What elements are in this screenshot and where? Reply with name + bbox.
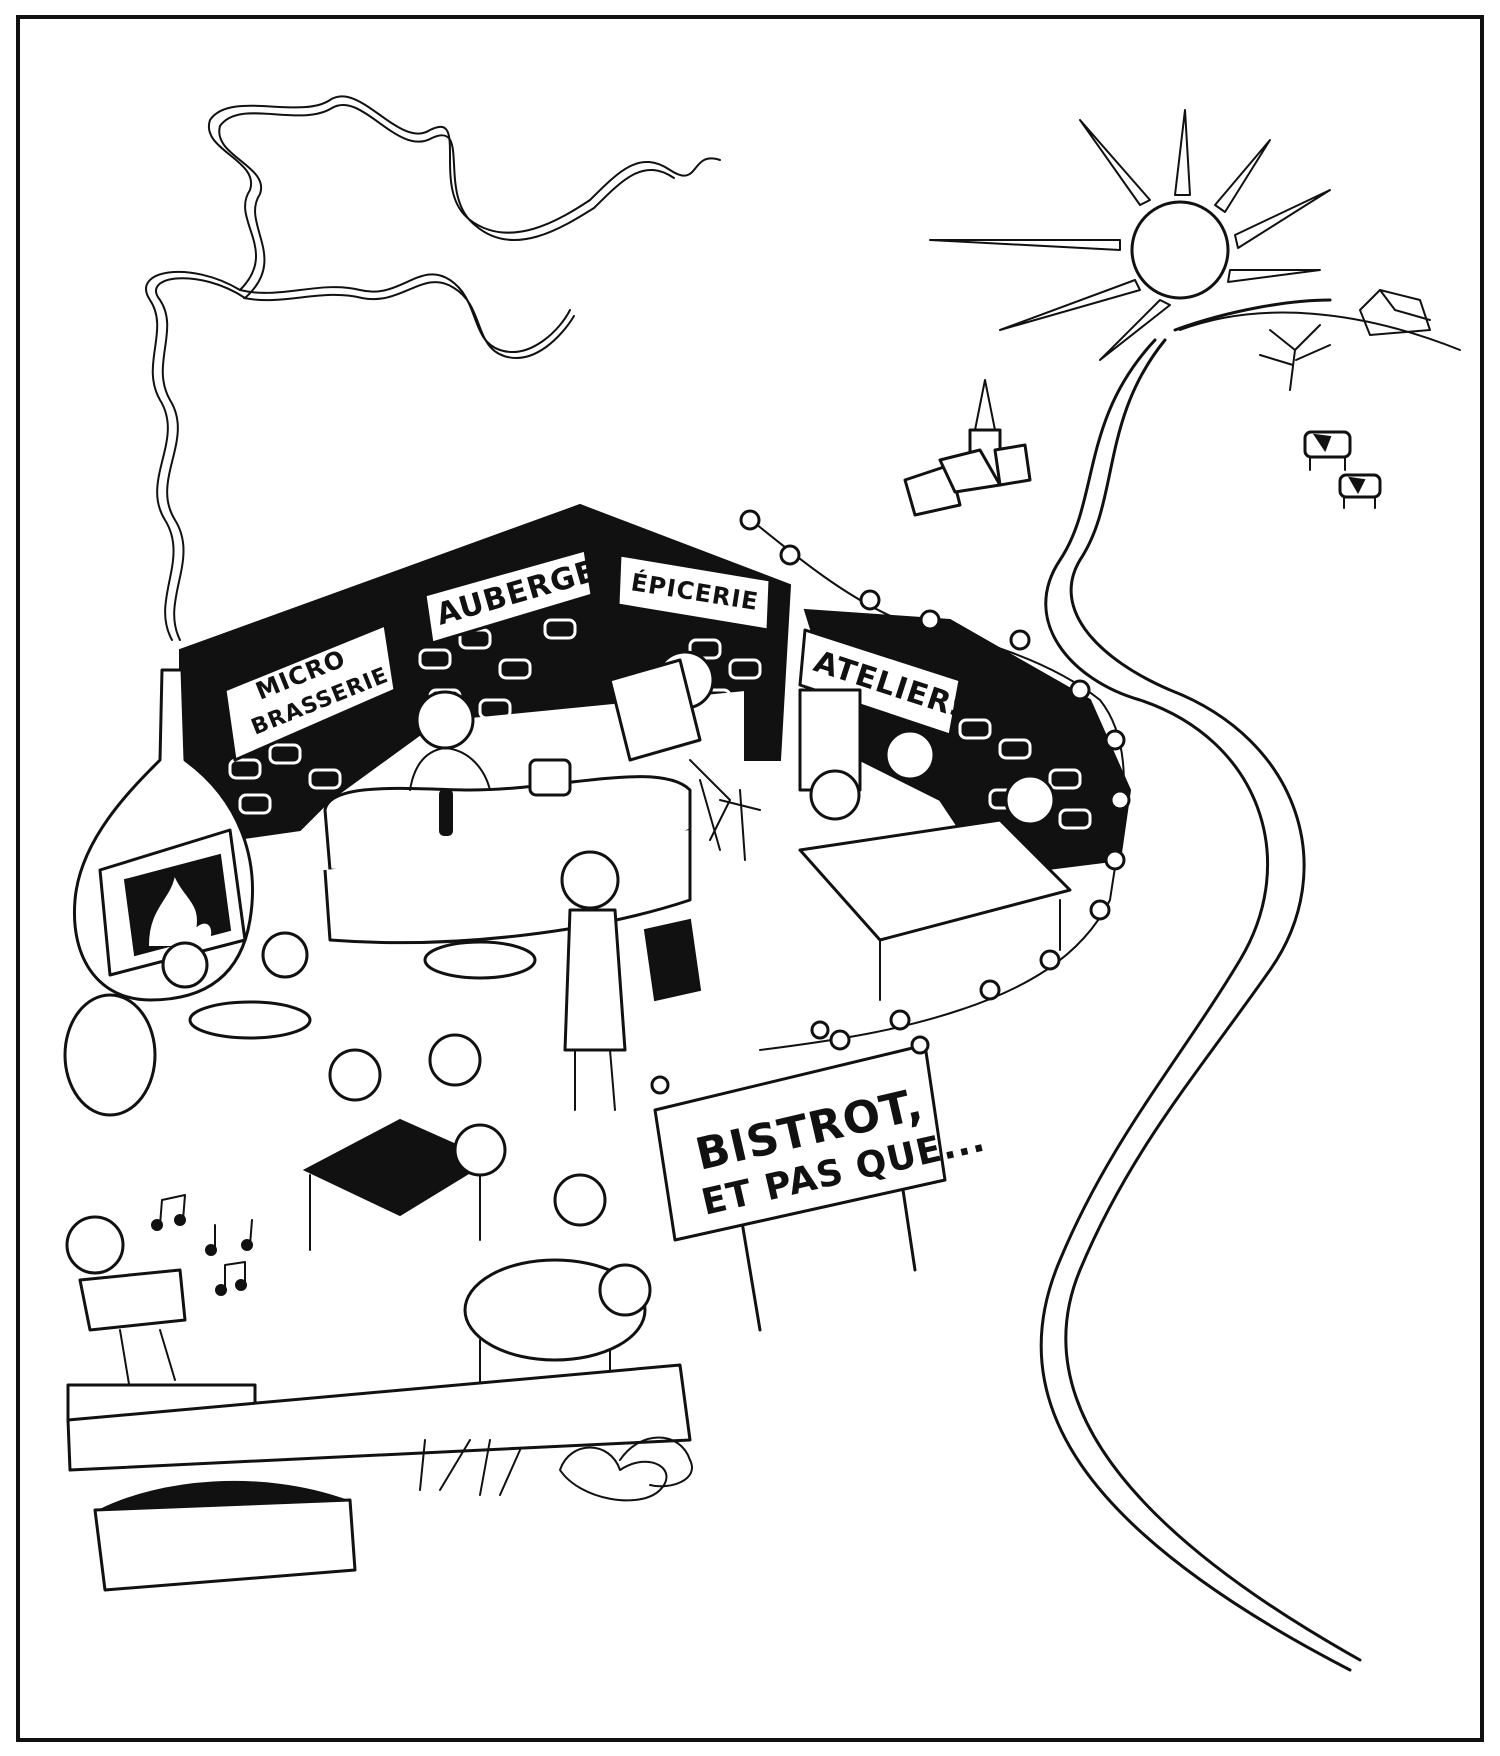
workshop-table xyxy=(798,729,1072,1001)
accordion-player xyxy=(65,1215,187,1391)
garden-plants xyxy=(419,1436,693,1502)
farm-house-icon xyxy=(1179,289,1461,351)
waiter xyxy=(423,850,702,1111)
road xyxy=(1039,298,1362,1672)
village-icon xyxy=(903,379,1032,517)
sign-ateliers: ATELIERS xyxy=(798,628,978,792)
fireside-table xyxy=(63,931,312,1117)
planter-box xyxy=(93,1480,357,1592)
sign-micro-brasserie: MICRO BRASSERIE xyxy=(223,623,397,762)
tree-icon xyxy=(1259,324,1331,391)
bartender xyxy=(409,690,572,836)
bar-counter xyxy=(323,775,692,945)
sun-icon xyxy=(929,109,1331,361)
sign-epicerie: ÉPICERIE xyxy=(616,553,772,632)
fireplace xyxy=(72,668,254,1002)
person-reading-newspaper xyxy=(608,650,761,861)
cow-icon xyxy=(1303,430,1382,509)
card-table xyxy=(302,1033,507,1251)
frame-border xyxy=(16,15,1484,1742)
stage xyxy=(66,1363,692,1472)
music-notes xyxy=(151,1194,253,1296)
main-sign: BISTROT, ET PAS QUE... xyxy=(650,1020,989,1332)
wine-table xyxy=(463,1173,652,1421)
string-lights xyxy=(739,509,1131,1051)
chimney-smoke xyxy=(145,95,721,641)
